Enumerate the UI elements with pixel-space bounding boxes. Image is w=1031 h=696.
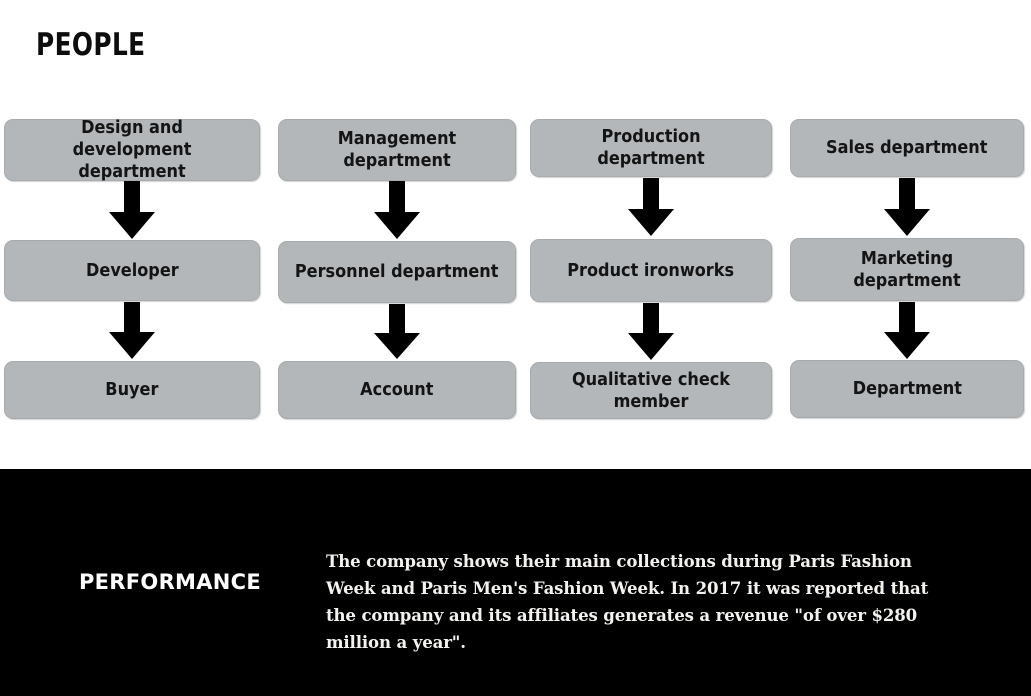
flow-box-design-and-development-department[interactable]: Design and development department	[4, 118, 260, 182]
flow-box-buyer[interactable]: Buyer	[4, 361, 260, 419]
performance-section	[0, 469, 1031, 696]
flow-box-sales-department[interactable]: Sales department	[790, 119, 1024, 177]
flow-column-management: Management department Personnel departme…	[278, 110, 516, 430]
performance-label: PERFORMANCE	[78, 570, 262, 594]
flow-box-marketing-department[interactable]: Marketing department	[790, 238, 1024, 301]
flow-box-personnel-department[interactable]: Personnel department	[278, 241, 516, 303]
flow-box-production-department[interactable]: Production department	[530, 119, 772, 177]
flow-box-label: Department	[852, 379, 962, 399]
org-flowchart: Design and development department Develo…	[0, 110, 1031, 430]
flow-column-production: Production department Product ironworks …	[530, 110, 772, 430]
people-section: PEOPLE Design and development department…	[0, 27, 1031, 430]
flow-arrow-down	[884, 178, 930, 236]
flow-box-label: Qualitative check member	[571, 369, 731, 412]
flow-arrow-down	[884, 302, 930, 359]
flow-box-department[interactable]: Department	[790, 360, 1024, 418]
flow-box-label: Design and development department	[72, 118, 192, 182]
flow-box-product-ironworks[interactable]: Product ironworks	[530, 239, 772, 302]
performance-body-text: The company shows their main collections…	[326, 551, 929, 652]
page-title: PEOPLE	[36, 27, 146, 63]
flow-arrow-down	[374, 181, 420, 239]
flow-box-label: Account	[360, 380, 434, 400]
flow-box-label: Management department	[337, 129, 457, 171]
flow-arrow-down	[628, 303, 674, 360]
flow-box-label: Buyer	[105, 380, 159, 400]
flow-arrow-down	[374, 304, 420, 359]
flow-arrow-down	[109, 181, 155, 239]
flow-box-label: Marketing department	[853, 248, 961, 291]
flow-box-qualitative-check-member[interactable]: Qualitative check member	[530, 362, 772, 419]
flow-box-label: Personnel department	[295, 262, 499, 282]
flow-box-developer[interactable]: Developer	[4, 240, 260, 301]
flow-box-account[interactable]: Account	[278, 361, 516, 419]
flow-arrow-down	[109, 302, 155, 359]
flow-column-sales: Sales department Marketing department De…	[790, 110, 1024, 430]
flow-box-label: Developer	[85, 260, 179, 281]
flow-box-label: Sales department	[826, 138, 988, 158]
flow-column-design-and-development: Design and development department Develo…	[4, 110, 260, 430]
flow-box-label: Product ironworks	[567, 260, 735, 281]
flow-box-management-department[interactable]: Management department	[278, 119, 516, 181]
flow-arrow-down	[628, 178, 674, 236]
flow-box-label: Production department	[597, 127, 705, 169]
